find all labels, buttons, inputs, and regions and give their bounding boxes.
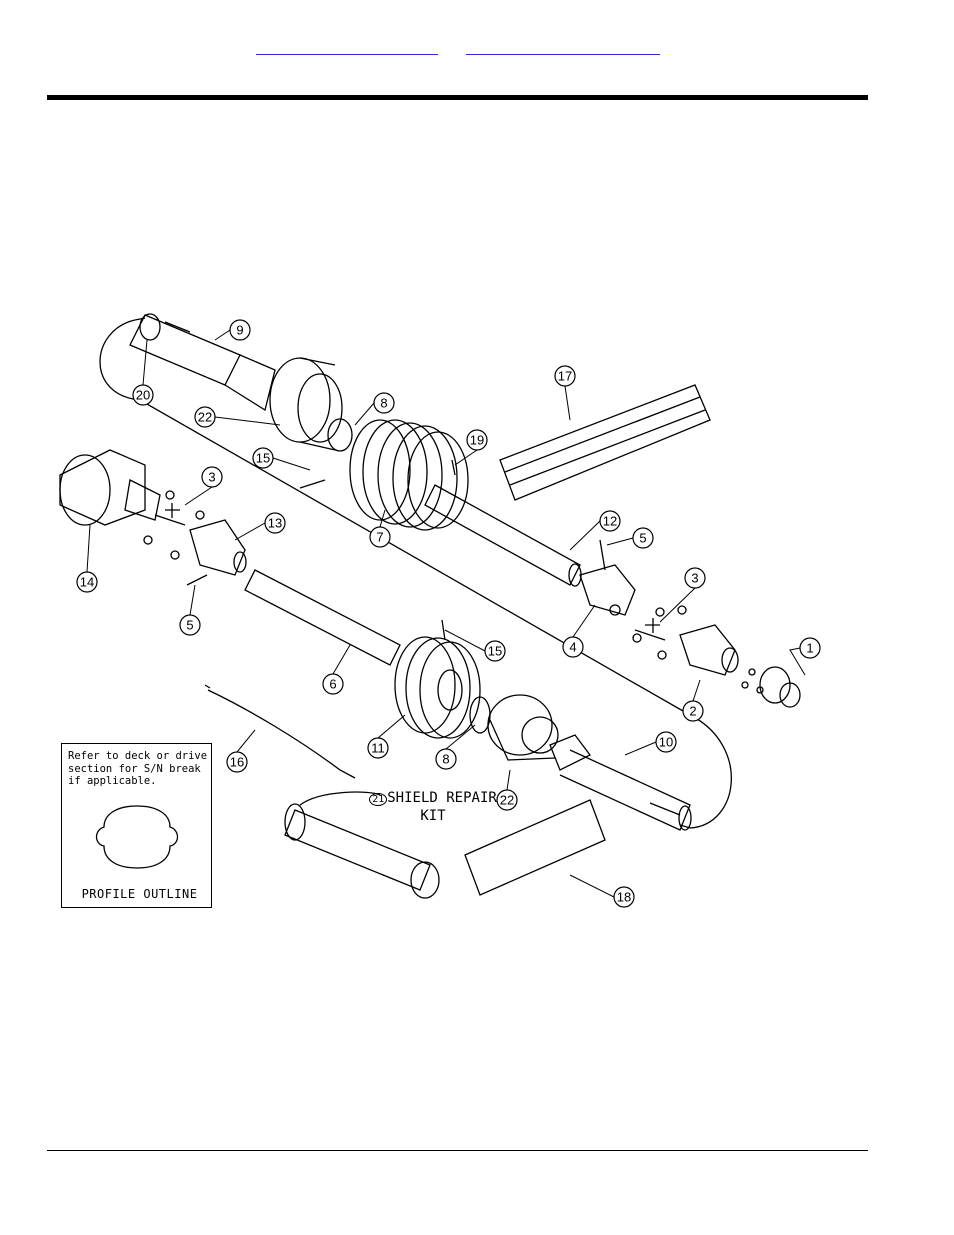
- svg-text:18: 18: [617, 890, 631, 905]
- header-rule: [47, 95, 868, 100]
- footer-rule: [47, 1150, 868, 1151]
- svg-text:16: 16: [230, 755, 244, 770]
- part-17-decal: [499, 384, 711, 501]
- svg-text:19: 19: [470, 433, 484, 448]
- svg-text:8: 8: [442, 752, 449, 767]
- profile-outline-label: PROFILE OUTLINE: [81, 887, 198, 901]
- svg-text:3: 3: [691, 571, 698, 586]
- part-16-chain: [207, 689, 356, 779]
- svg-text:11: 11: [371, 741, 385, 756]
- profile-outline-shape: [95, 805, 179, 869]
- part-6-tube: [244, 569, 401, 666]
- svg-text:17: 17: [558, 369, 572, 384]
- part-12-tube: [424, 484, 581, 586]
- part-9-cone: [224, 354, 276, 412]
- svg-text:20: 20: [136, 388, 150, 403]
- kit-label-line-2: KIT: [420, 808, 446, 824]
- part-3-cross-right: [634, 618, 666, 641]
- part-22-bearing-lower: [487, 694, 553, 756]
- kit-label-line-1: SHIELD REPAIR: [387, 790, 497, 806]
- kit-callout-number: 21: [369, 793, 388, 806]
- header-link-1[interactable]: [256, 38, 438, 55]
- part-13-yoke: [189, 519, 246, 576]
- part-14-housing: [59, 449, 146, 526]
- svg-text:15: 15: [488, 644, 502, 659]
- driveline-exploded-view: 1 2 3 3 4 5 5 6 7 8 8 9 10 11 12 13 14 1…: [59, 313, 821, 908]
- part-21-kit-tube: [284, 809, 431, 891]
- sn-break-note: Refer to deck or drive section for S/N b…: [68, 750, 208, 787]
- part-8-ring-lower: [469, 696, 491, 734]
- svg-text:12: 12: [603, 514, 617, 529]
- part-11-bellows: [394, 636, 456, 734]
- svg-text:10: 10: [659, 735, 673, 750]
- svg-text:6: 6: [329, 677, 336, 692]
- svg-text:13: 13: [268, 516, 282, 531]
- svg-text:7: 7: [376, 530, 383, 545]
- svg-text:5: 5: [639, 531, 646, 546]
- part-18-decal: [464, 799, 606, 896]
- part-7-bellows: [349, 419, 411, 521]
- svg-text:4: 4: [569, 640, 576, 655]
- svg-text:15: 15: [256, 451, 270, 466]
- part-10-tube: [559, 749, 691, 831]
- part-4-yoke: [579, 564, 636, 616]
- part-8-ring-upper: [327, 418, 353, 452]
- part-10-cone: [549, 734, 591, 771]
- part-5-pin-right: [599, 539, 606, 571]
- svg-text:14: 14: [80, 575, 94, 590]
- part-1-collar: [759, 666, 791, 704]
- part-2-yoke: [679, 624, 736, 676]
- header-link-2[interactable]: [466, 38, 660, 55]
- svg-text:8: 8: [380, 396, 387, 411]
- parts-diagram: 1 2 3 3 4 5 5 6 7 8 8 9 10 11 12 13 14 1…: [50, 300, 830, 915]
- part-15-screw-upper: [299, 479, 326, 489]
- svg-text:9: 9: [236, 323, 243, 338]
- svg-text:3: 3: [208, 470, 215, 485]
- part-15-screw-lower: [441, 619, 446, 641]
- profile-note-box: Refer to deck or drive section for S/N b…: [61, 743, 212, 908]
- svg-text:22: 22: [198, 410, 212, 425]
- part-5-pin-left: [186, 574, 208, 586]
- svg-text:1: 1: [806, 641, 813, 656]
- part-20-cap: [139, 313, 161, 341]
- part-22-bearing-upper: [269, 357, 331, 443]
- svg-text:5: 5: [186, 618, 193, 633]
- part-3-cross-left: [154, 503, 186, 526]
- svg-text:2: 2: [689, 704, 696, 719]
- svg-text:22: 22: [500, 793, 514, 808]
- part-19-fitting: [451, 459, 456, 476]
